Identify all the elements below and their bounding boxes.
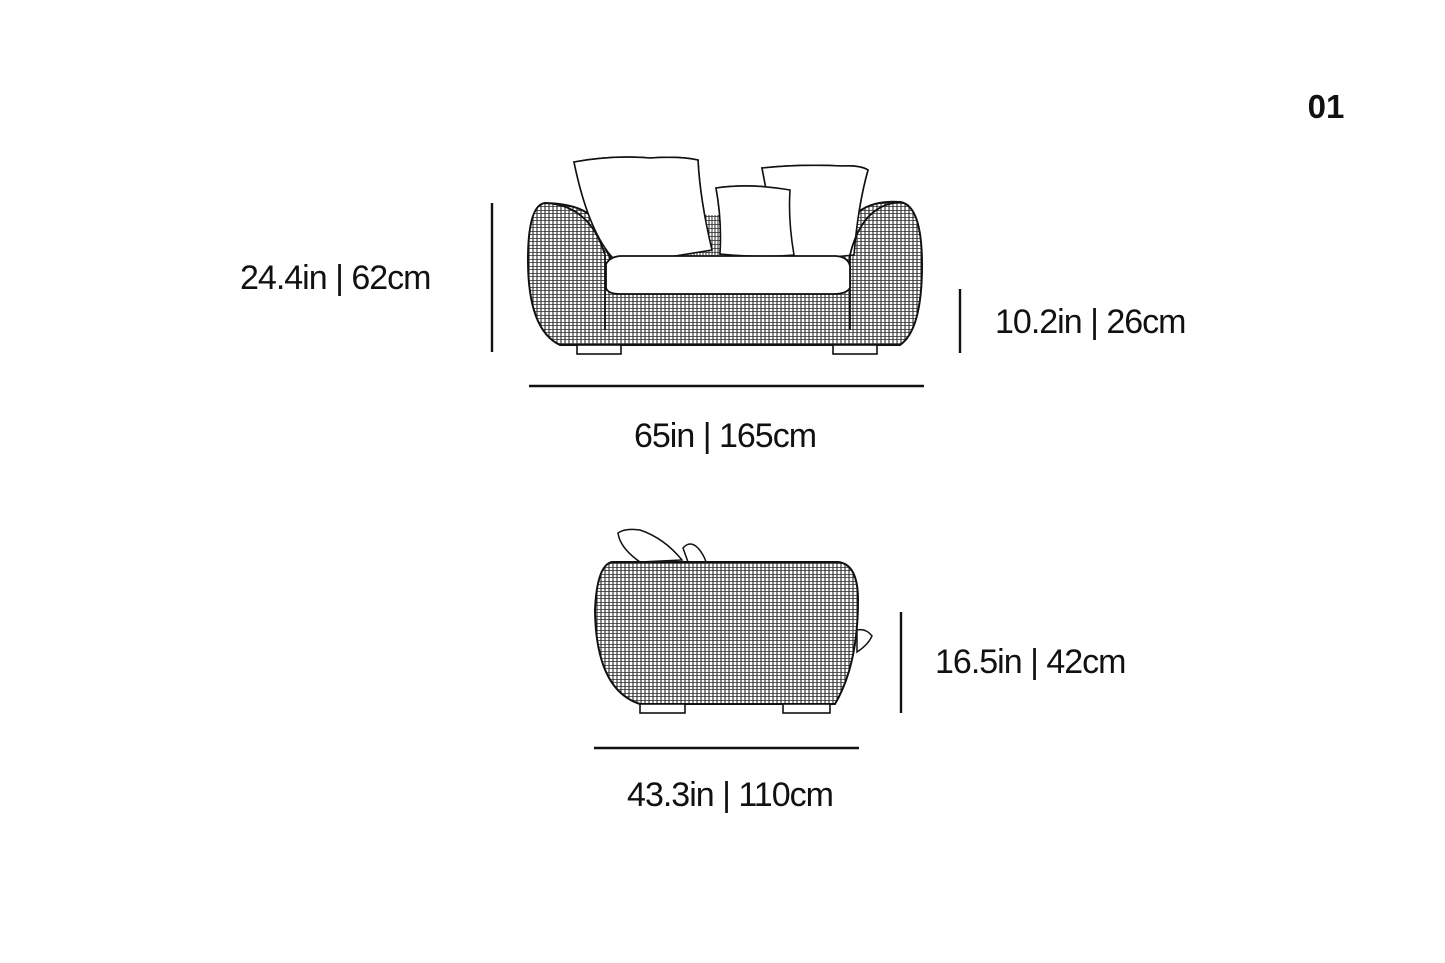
foot-right (832, 344, 878, 355)
side-pillow-2 (682, 543, 707, 563)
front-width-label: 65in | 165cm (633, 417, 817, 455)
side-pillow-1 (617, 528, 684, 563)
side-foot-right (782, 703, 831, 714)
side-height-label: 16.5in | 42cm (935, 643, 1127, 681)
side-cushion-flap (856, 628, 873, 654)
seat-cushion (605, 255, 851, 295)
sofa-front-view (526, 156, 924, 355)
page-number: 01 (1307, 88, 1345, 125)
front-seat-height-label: 10.2in | 26cm (995, 303, 1187, 341)
side-foot-left (639, 703, 686, 714)
sofa-side-view (593, 528, 873, 714)
front-height-label: 24.4in | 62cm (240, 259, 432, 297)
side-body (593, 561, 860, 705)
foot-left (576, 344, 622, 355)
side-depth-label: 43.3in | 110cm (627, 776, 834, 814)
